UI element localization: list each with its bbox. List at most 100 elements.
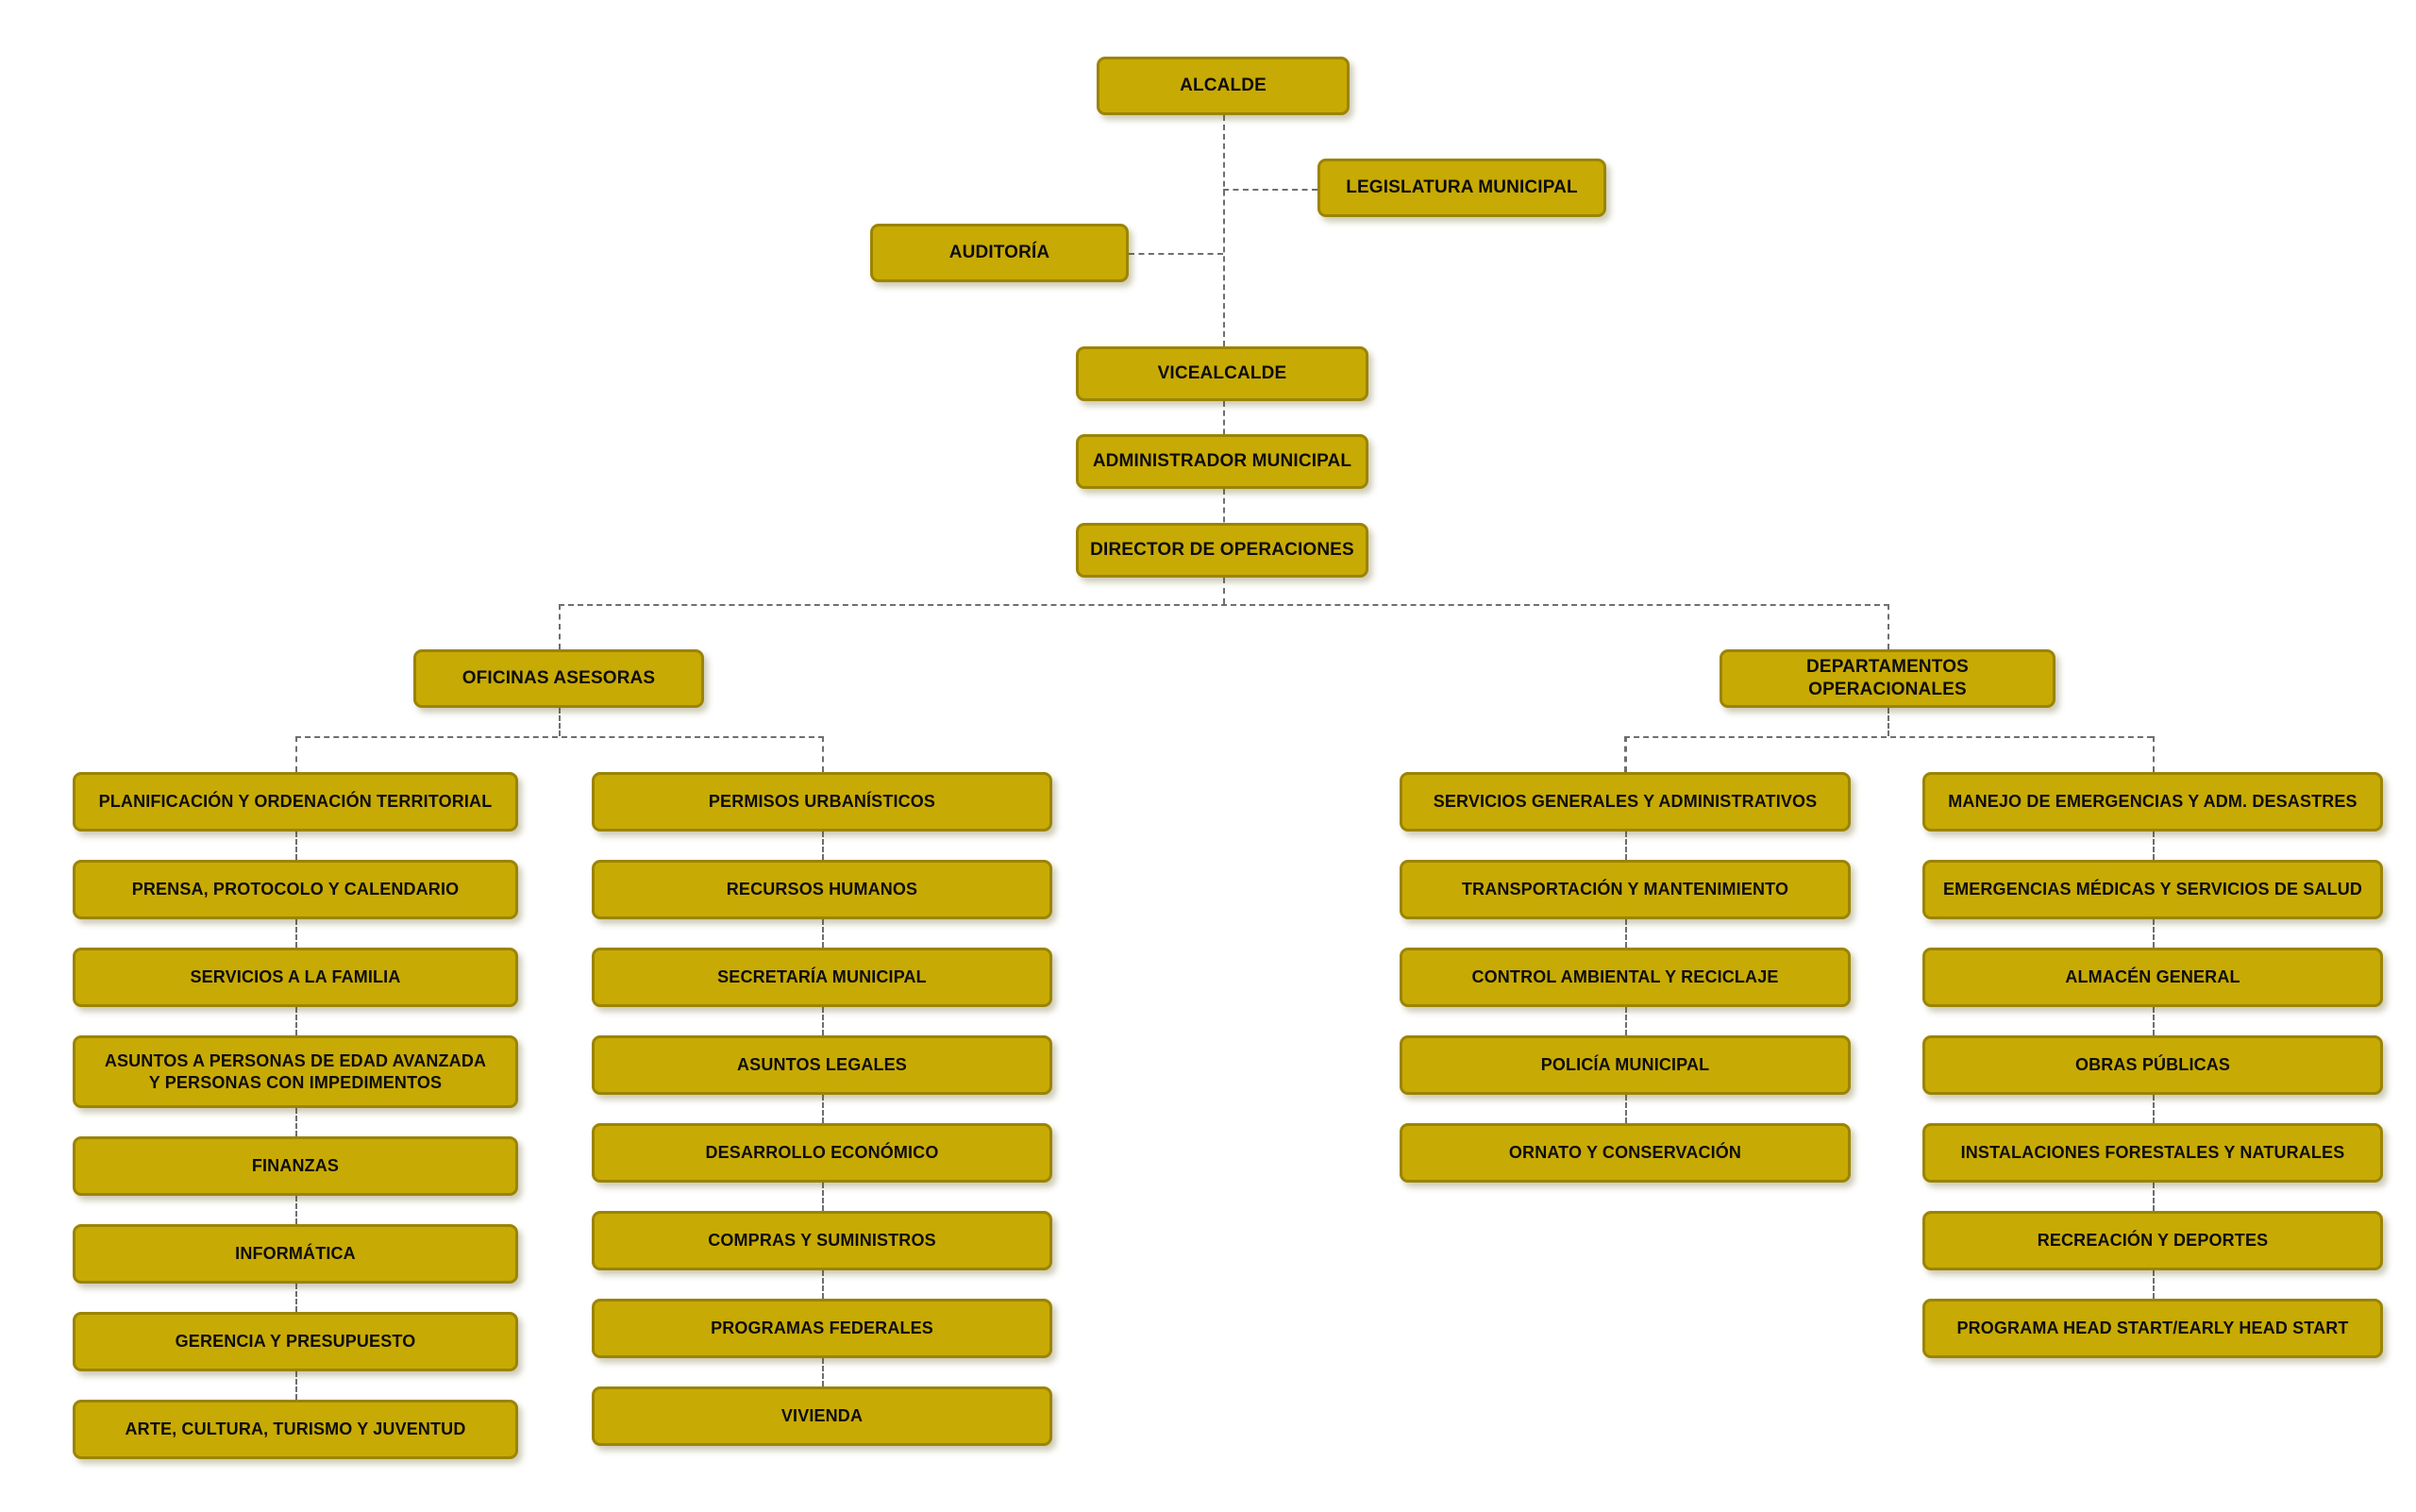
node-almacen-general[interactable]: ALMACÉN GENERAL [1922, 948, 2383, 1007]
node-vivienda[interactable]: VIVIENDA [592, 1386, 1052, 1446]
node-prensa-protocolo-y-calendario[interactable]: PRENSA, PROTOCOLO Y CALENDARIO [73, 860, 518, 919]
connector-director-bus [1223, 578, 1225, 604]
connector-departamentos-down [1888, 708, 1889, 736]
node-recursos-humanos[interactable]: RECURSOS HUMANOS [592, 860, 1052, 919]
connector-departamentos-operacionales-2-4 [2153, 1095, 2155, 1123]
connector-departamentos-operacionales-2-3 [2153, 1007, 2155, 1035]
node-administrador-municipal[interactable]: ADMINISTRADOR MUNICIPAL [1076, 434, 1368, 489]
node-legislatura-municipal[interactable]: LEGISLATURA MUNICIPAL [1317, 159, 1606, 217]
node-oficinas-asesoras-label: OFICINAS ASESORAS [461, 668, 656, 689]
connector-oficinas-asesoras-2-4 [822, 1095, 824, 1123]
connector-oficinas-asesoras-1-0 [295, 736, 297, 772]
node-label: INFORMÁTICA [235, 1244, 356, 1264]
node-finanzas[interactable]: FINANZAS [73, 1136, 518, 1196]
connector-oficinas-asesoras-1-5 [295, 1196, 297, 1224]
node-alcalde[interactable]: ALCALDE [1097, 57, 1350, 115]
connector-departamentos-operacionales-2-2 [2153, 919, 2155, 948]
node-administrador-municipal-label: ADMINISTRADOR MUNICIPAL [1092, 451, 1352, 472]
connector-oficinas-asesoras-1-6 [295, 1284, 297, 1312]
node-label: ASUNTOS LEGALES [737, 1055, 907, 1075]
node-label: VIVIENDA [780, 1406, 864, 1426]
node-servicios-generales-y-administrativos[interactable]: SERVICIOS GENERALES Y ADMINISTRATIVOS [1400, 772, 1851, 832]
connector-oficinas-asesoras-1-1 [295, 832, 297, 860]
connector-departamentos-operacionales-2-5 [2153, 1183, 2155, 1211]
node-instalaciones-forestales-y-naturales[interactable]: INSTALACIONES FORESTALES Y NATURALES [1922, 1123, 2383, 1183]
node-transportacion-y-mantenimiento[interactable]: TRANSPORTACIÓN Y MANTENIMIENTO [1400, 860, 1851, 919]
connector-oficinas-asesoras-2-1 [822, 832, 824, 860]
node-servicios-a-la-familia[interactable]: SERVICIOS A LA FAMILIA [73, 948, 518, 1007]
node-label: RECURSOS HUMANOS [726, 880, 918, 899]
node-oficinas-asesoras[interactable]: OFICINAS ASESORAS [413, 649, 704, 708]
connector-oficinas-asesoras-2-3 [822, 1007, 824, 1035]
connector-departamentos-operacionales-1-1 [1625, 832, 1627, 860]
node-label: ARTE, CULTURA, TURISMO Y JUVENTUD [125, 1420, 466, 1439]
node-gerencia-y-presupuesto[interactable]: GERENCIA Y PRESUPUESTO [73, 1312, 518, 1371]
node-label: PLANIFICACIÓN Y ORDENACIÓN TERRITORIAL [98, 792, 493, 812]
node-departamentos-operacionales[interactable]: DEPARTAMENTOS OPERACIONALES [1720, 649, 2055, 708]
node-asuntos-legales[interactable]: ASUNTOS LEGALES [592, 1035, 1052, 1095]
node-departamentos-operacionales-label: DEPARTAMENTOS OPERACIONALES [1806, 657, 1969, 699]
connector-departamentos-operacionales-2-0 [2153, 736, 2155, 772]
node-label: SERVICIOS GENERALES Y ADMINISTRATIVOS [1433, 792, 1818, 812]
connector-oficinas-asesoras-2-7 [822, 1358, 824, 1386]
node-legislatura-municipal-label: LEGISLATURA MUNICIPAL [1346, 177, 1578, 198]
node-asuntos-a-personas-de-edad-avanzada-y-personas-c[interactable]: ASUNTOS A PERSONAS DE EDAD AVANZADA Y PE… [73, 1035, 518, 1108]
node-obras-publicas[interactable]: OBRAS PÚBLICAS [1922, 1035, 2383, 1095]
node-label: ASUNTOS A PERSONAS DE EDAD AVANZADA Y PE… [104, 1051, 487, 1092]
connector-oficinas-asesoras-1-4 [295, 1108, 297, 1136]
node-label: DESARROLLO ECONÓMICO [705, 1143, 939, 1163]
connector-departamentos-operacionales-2-6 [2153, 1270, 2155, 1299]
node-ornato-y-conservacion[interactable]: ORNATO Y CONSERVACIÓN [1400, 1123, 1851, 1183]
connector-oficinas-down [559, 708, 561, 736]
connector-departamentos-operacionales-1-3 [1625, 1007, 1627, 1035]
connector-oficinas-asesoras-2-6 [822, 1270, 824, 1299]
node-recreacion-y-deportes[interactable]: RECREACIÓN Y DEPORTES [1922, 1211, 2383, 1270]
connector-alcalde-spine [1223, 115, 1225, 346]
node-label: OBRAS PÚBLICAS [2074, 1055, 2231, 1075]
node-policia-municipal[interactable]: POLICÍA MUNICIPAL [1400, 1035, 1851, 1095]
node-secretaria-municipal[interactable]: SECRETARÍA MUNICIPAL [592, 948, 1052, 1007]
node-label: RECREACIÓN Y DEPORTES [2037, 1231, 2269, 1251]
node-desarrollo-economico[interactable]: DESARROLLO ECONÓMICO [592, 1123, 1052, 1183]
node-director-de-operaciones[interactable]: DIRECTOR DE OPERACIONES [1076, 523, 1368, 578]
node-compras-y-suministros[interactable]: COMPRAS Y SUMINISTROS [592, 1211, 1052, 1270]
connector-oficinas-asesoras-1-2 [295, 919, 297, 948]
node-label: PROGRAMAS FEDERALES [711, 1319, 933, 1338]
node-alcalde-label: ALCALDE [1180, 76, 1267, 96]
connector-departamentos-operacionales-2-1 [2153, 832, 2155, 860]
connector-oficinas-asesoras-1-3 [295, 1007, 297, 1035]
node-control-ambiental-y-reciclaje[interactable]: CONTROL AMBIENTAL Y RECICLAJE [1400, 948, 1851, 1007]
connector-vicealcalde-administrador [1223, 401, 1225, 453]
node-planificacion-y-ordenacion-territorial[interactable]: PLANIFICACIÓN Y ORDENACIÓN TERRITORIAL [73, 772, 518, 832]
connector-administrador-director [1223, 489, 1225, 541]
connector-departamentos-operacionales-1-0 [1625, 736, 1627, 772]
node-permisos-urbanisticos[interactable]: PERMISOS URBANÍSTICOS [592, 772, 1052, 832]
node-vicealcalde-label: VICEALCALDE [1157, 363, 1287, 384]
node-arte-cultura-turismo-y-juventud[interactable]: ARTE, CULTURA, TURISMO Y JUVENTUD [73, 1400, 518, 1459]
node-label: FINANZAS [251, 1156, 340, 1176]
node-programa-head-start-early-head-start[interactable]: PROGRAMA HEAD START/EARLY HEAD START [1922, 1299, 2383, 1358]
connector-alcalde-auditoria [1129, 253, 1223, 255]
node-director-de-operaciones-label: DIRECTOR DE OPERACIONES [1090, 540, 1354, 561]
node-label: SECRETARÍA MUNICIPAL [717, 967, 927, 987]
node-emergencias-medicas-y-servicios-de-salud[interactable]: EMERGENCIAS MÉDICAS Y SERVICIOS DE SALUD [1922, 860, 2383, 919]
node-label: MANEJO DE EMERGENCIAS Y ADM. DESASTRES [1948, 792, 2357, 812]
connector-oficinas-asesoras-1-7 [295, 1371, 297, 1400]
node-auditoria-label: AUDITORÍA [948, 243, 1050, 263]
node-label: PERMISOS URBANÍSTICOS [708, 792, 936, 812]
connector-oficinas-bus [295, 736, 824, 738]
connector-oficinas-asesoras-2-5 [822, 1183, 824, 1211]
node-vicealcalde[interactable]: VICEALCALDE [1076, 346, 1368, 401]
node-auditoria[interactable]: AUDITORÍA [870, 224, 1129, 282]
connector-alcalde-legislatura [1223, 189, 1317, 191]
connector-bus-oficinas [559, 604, 561, 649]
node-programas-federales[interactable]: PROGRAMAS FEDERALES [592, 1299, 1052, 1358]
node-label: PROGRAMA HEAD START/EARLY HEAD START [1956, 1319, 2349, 1338]
node-label: INSTALACIONES FORESTALES Y NATURALES [1960, 1143, 2345, 1163]
node-label: TRANSPORTACIÓN Y MANTENIMIENTO [1461, 880, 1789, 899]
node-manejo-de-emergencias-y-adm-desastres[interactable]: MANEJO DE EMERGENCIAS Y ADM. DESASTRES [1922, 772, 2383, 832]
node-label: ORNATO Y CONSERVACIÓN [1508, 1143, 1742, 1163]
node-informatica[interactable]: INFORMÁTICA [73, 1224, 518, 1284]
node-label: POLICÍA MUNICIPAL [1540, 1055, 1710, 1075]
